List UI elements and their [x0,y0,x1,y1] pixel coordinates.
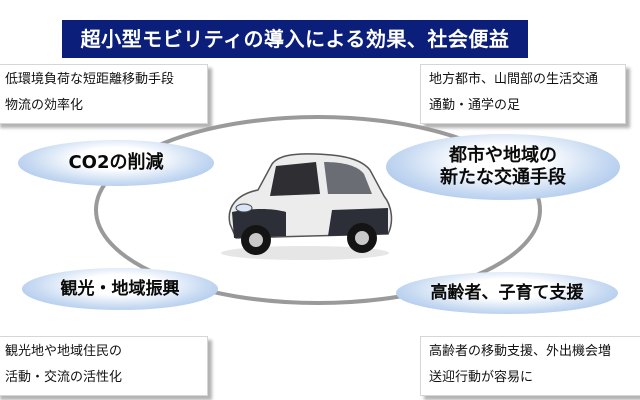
car-front-hubcap [249,233,263,247]
benefit-label-line: 都市や地域の [449,145,557,167]
note-line: 活動・交流の活性化 [5,370,123,385]
note-bottom-left: 観光地や地域住民の 活動・交流の活性化 [0,336,208,396]
cycle-ellipse [94,115,542,305]
note-top-left: 低環境負荷な短距離移動手段 物流の効率化 [0,64,208,124]
benefit-label-line: 新たな交通手段 [440,167,566,188]
note-line: 低環境負荷な短距離移動手段 [5,72,175,87]
benefit-label: 観光・地域振興 [60,278,180,299]
car-side-opening [324,162,372,194]
benefit-label: 高齢者、子育て支援 [430,282,584,303]
note-line: 通勤・通学の足 [429,98,521,113]
car-rear-hubcap [355,231,369,245]
note-line: 送迎行動が容易に [429,370,534,385]
benefit-label: CO2の削減 [68,152,164,174]
note-line: 高齢者の移動支援、外出機会増 [429,344,612,359]
note-line: 観光地や地域住民の [5,344,123,359]
note-line: 物流の効率化 [5,98,84,113]
car-headlight [235,203,253,213]
note-top-right: 地方都市、山間部の生活交通 通勤・通学の足 [420,64,626,124]
benefit-tourism: 観光・地域振興 [22,268,218,310]
micro-ev-car-illustration [221,153,393,260]
car-window [270,162,320,196]
benefit-elderly-childcare: 高齢者、子育て支援 [396,272,618,314]
note-bottom-right: 高齢者の移動支援、外出機会増 送迎行動が容易に [420,336,640,396]
benefit-urban-transport: 都市や地域の 新たな交通手段 [386,134,620,200]
note-line: 地方都市、山間部の生活交通 [429,72,599,87]
benefit-co2-reduction: CO2の削減 [18,140,214,186]
diagram-title: 超小型モビリティの導入による効果、社会便益 [62,20,528,58]
